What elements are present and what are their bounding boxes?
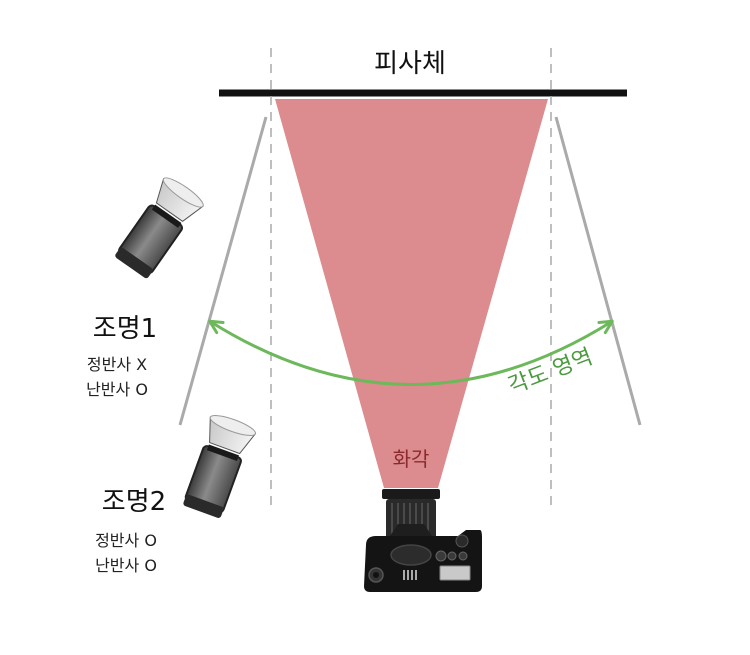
light1-diffuse: 난반사 O [86, 380, 148, 399]
studio-light-icon [115, 177, 204, 279]
right-angle-guide [554, 116, 642, 426]
subject-label: 피사체 [374, 49, 446, 79]
field-of-view-label: 화각 [393, 447, 430, 471]
light2-title: 조명2 [102, 487, 166, 517]
field-of-view-wedge [275, 99, 548, 488]
light2-diffuse: 난반사 O [95, 556, 157, 575]
dslr-camera-icon [364, 489, 482, 592]
light1-title: 조명1 [93, 314, 157, 344]
angle-zone-arc [208, 319, 614, 386]
left-angle-guide [178, 116, 268, 426]
light1-specular: 정반사 X [87, 355, 147, 374]
studio-light-icon [183, 415, 257, 518]
light2-specular: 정반사 O [95, 531, 157, 550]
